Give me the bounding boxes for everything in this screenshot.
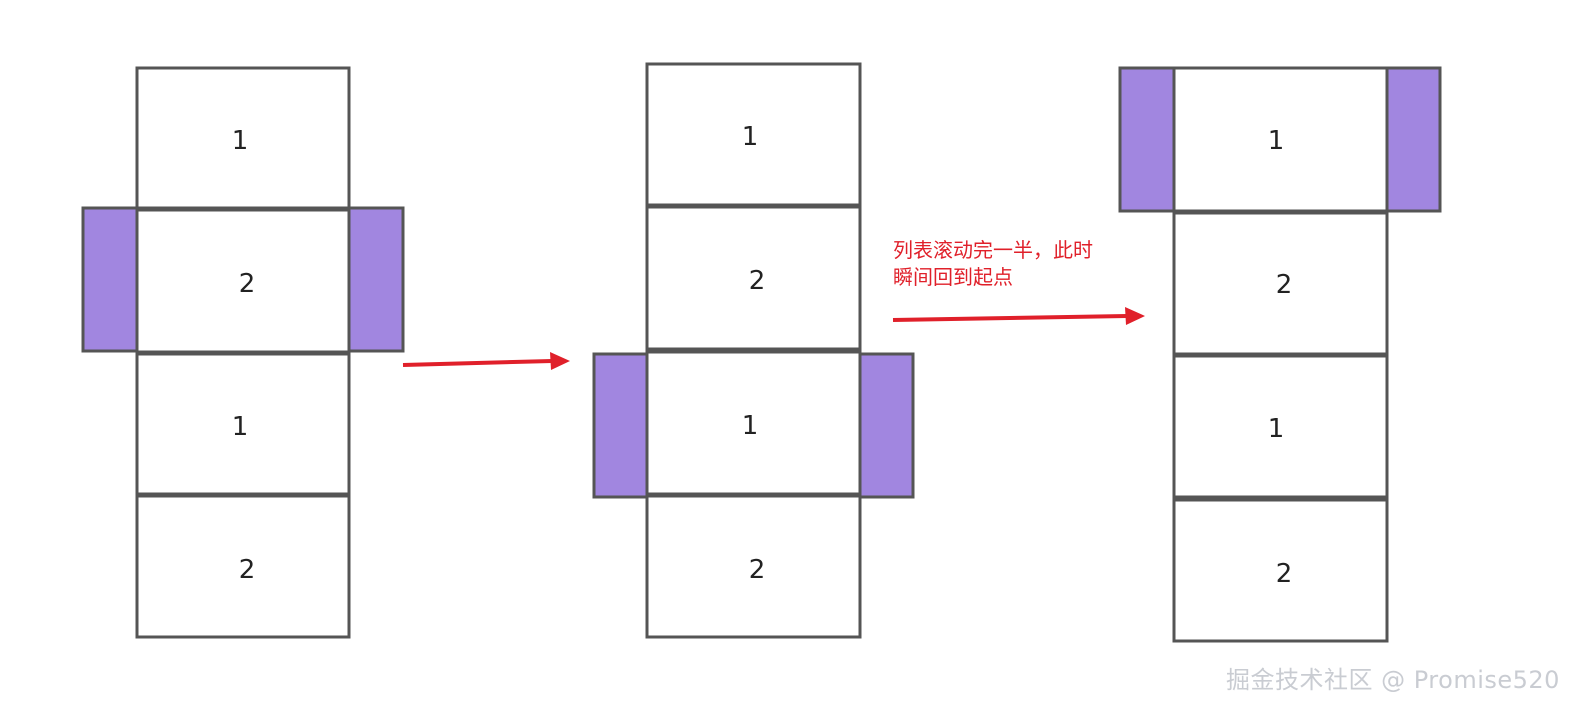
stage-2-highlight-right	[857, 352, 915, 499]
stage-3-cell-4-label: 2	[1276, 559, 1293, 589]
arrow-2-head	[1125, 307, 1145, 325]
stage-2-cell-1-label: 1	[742, 122, 759, 152]
stage-2-cell-3	[645, 350, 862, 496]
annotation-line-1: 列表滚动完一半，此时	[893, 238, 1093, 262]
stage-2-cell-4	[645, 494, 862, 639]
stage-3-cell-3	[1172, 354, 1389, 499]
arrow-2-shaft	[892, 314, 1128, 322]
stage-3-cell-2	[1172, 211, 1389, 356]
stage-2-cell-1	[645, 62, 862, 207]
arrow-1-head	[550, 352, 570, 370]
stage-1-cell-4	[135, 494, 351, 639]
arrow-2	[892, 307, 1145, 325]
stage-3-highlight-left	[1118, 66, 1177, 213]
stage-1-cell-4-label: 2	[239, 555, 256, 585]
stage-2: 1 2 1 2	[592, 62, 915, 639]
watermark: 掘金技术社区 @ Promise520	[1226, 666, 1560, 694]
stage-2-cell-2	[645, 205, 862, 351]
arrow-1	[402, 352, 570, 370]
stage-1-cell-3	[135, 352, 351, 496]
stage-1-cell-2	[135, 208, 351, 354]
arrow-1-shaft	[402, 359, 553, 367]
stage-3-cell-4	[1172, 498, 1389, 643]
stage-1: 1 2 1 2	[81, 66, 405, 639]
stage-1-cell-1	[135, 66, 351, 210]
stage-1-cell-2-label: 2	[239, 269, 256, 299]
stage-3-highlight-right	[1384, 66, 1442, 213]
stage-2-cell-2-label: 2	[749, 266, 766, 296]
stage-1-highlight-left	[81, 206, 140, 353]
annotation-line-2: 瞬间回到起点	[893, 265, 1013, 289]
stage-2-cell-4-label: 2	[749, 555, 766, 585]
annotation: 列表滚动完一半，此时 瞬间回到起点	[893, 238, 1093, 289]
stage-2-cell-3-label: 1	[742, 411, 759, 441]
stage-3-cell-2-label: 2	[1276, 270, 1293, 300]
stage-1-highlight-right	[347, 206, 405, 353]
stage-2-highlight-left	[592, 352, 650, 499]
stage-1-cell-1-label: 1	[232, 126, 249, 156]
stage-3-cell-1	[1172, 66, 1389, 213]
stage-3: 1 2 1 2	[1118, 66, 1442, 643]
stage-3-cell-3-label: 1	[1268, 414, 1285, 444]
stage-1-cell-3-label: 1	[232, 412, 249, 442]
stage-3-cell-1-label: 1	[1268, 126, 1285, 156]
